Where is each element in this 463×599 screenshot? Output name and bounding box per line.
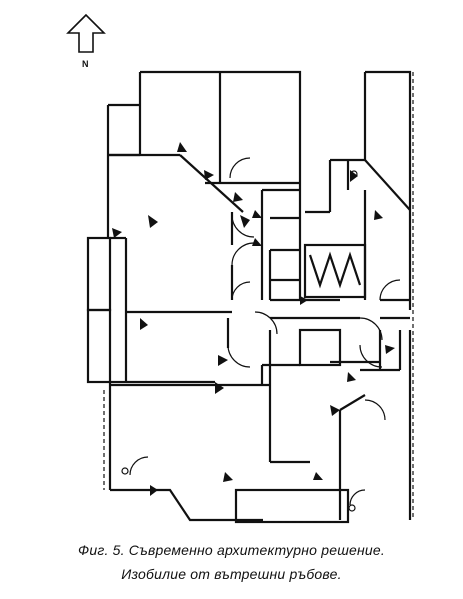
figure-caption-line1: Фиг. 5. Съвременно архитектурно решение.	[78, 542, 385, 558]
door-leaves	[112, 142, 395, 496]
fixtures	[121, 170, 358, 512]
door-swings	[129, 157, 401, 506]
figure-caption-line2: Изобилие от вътрешни ръбове.	[121, 566, 342, 582]
walls	[86, 70, 412, 524]
floor-plan: N	[66, 13, 414, 524]
north-label: N	[82, 59, 89, 69]
facade-dashed-lines	[103, 72, 414, 523]
north-arrow-icon	[66, 13, 106, 53]
